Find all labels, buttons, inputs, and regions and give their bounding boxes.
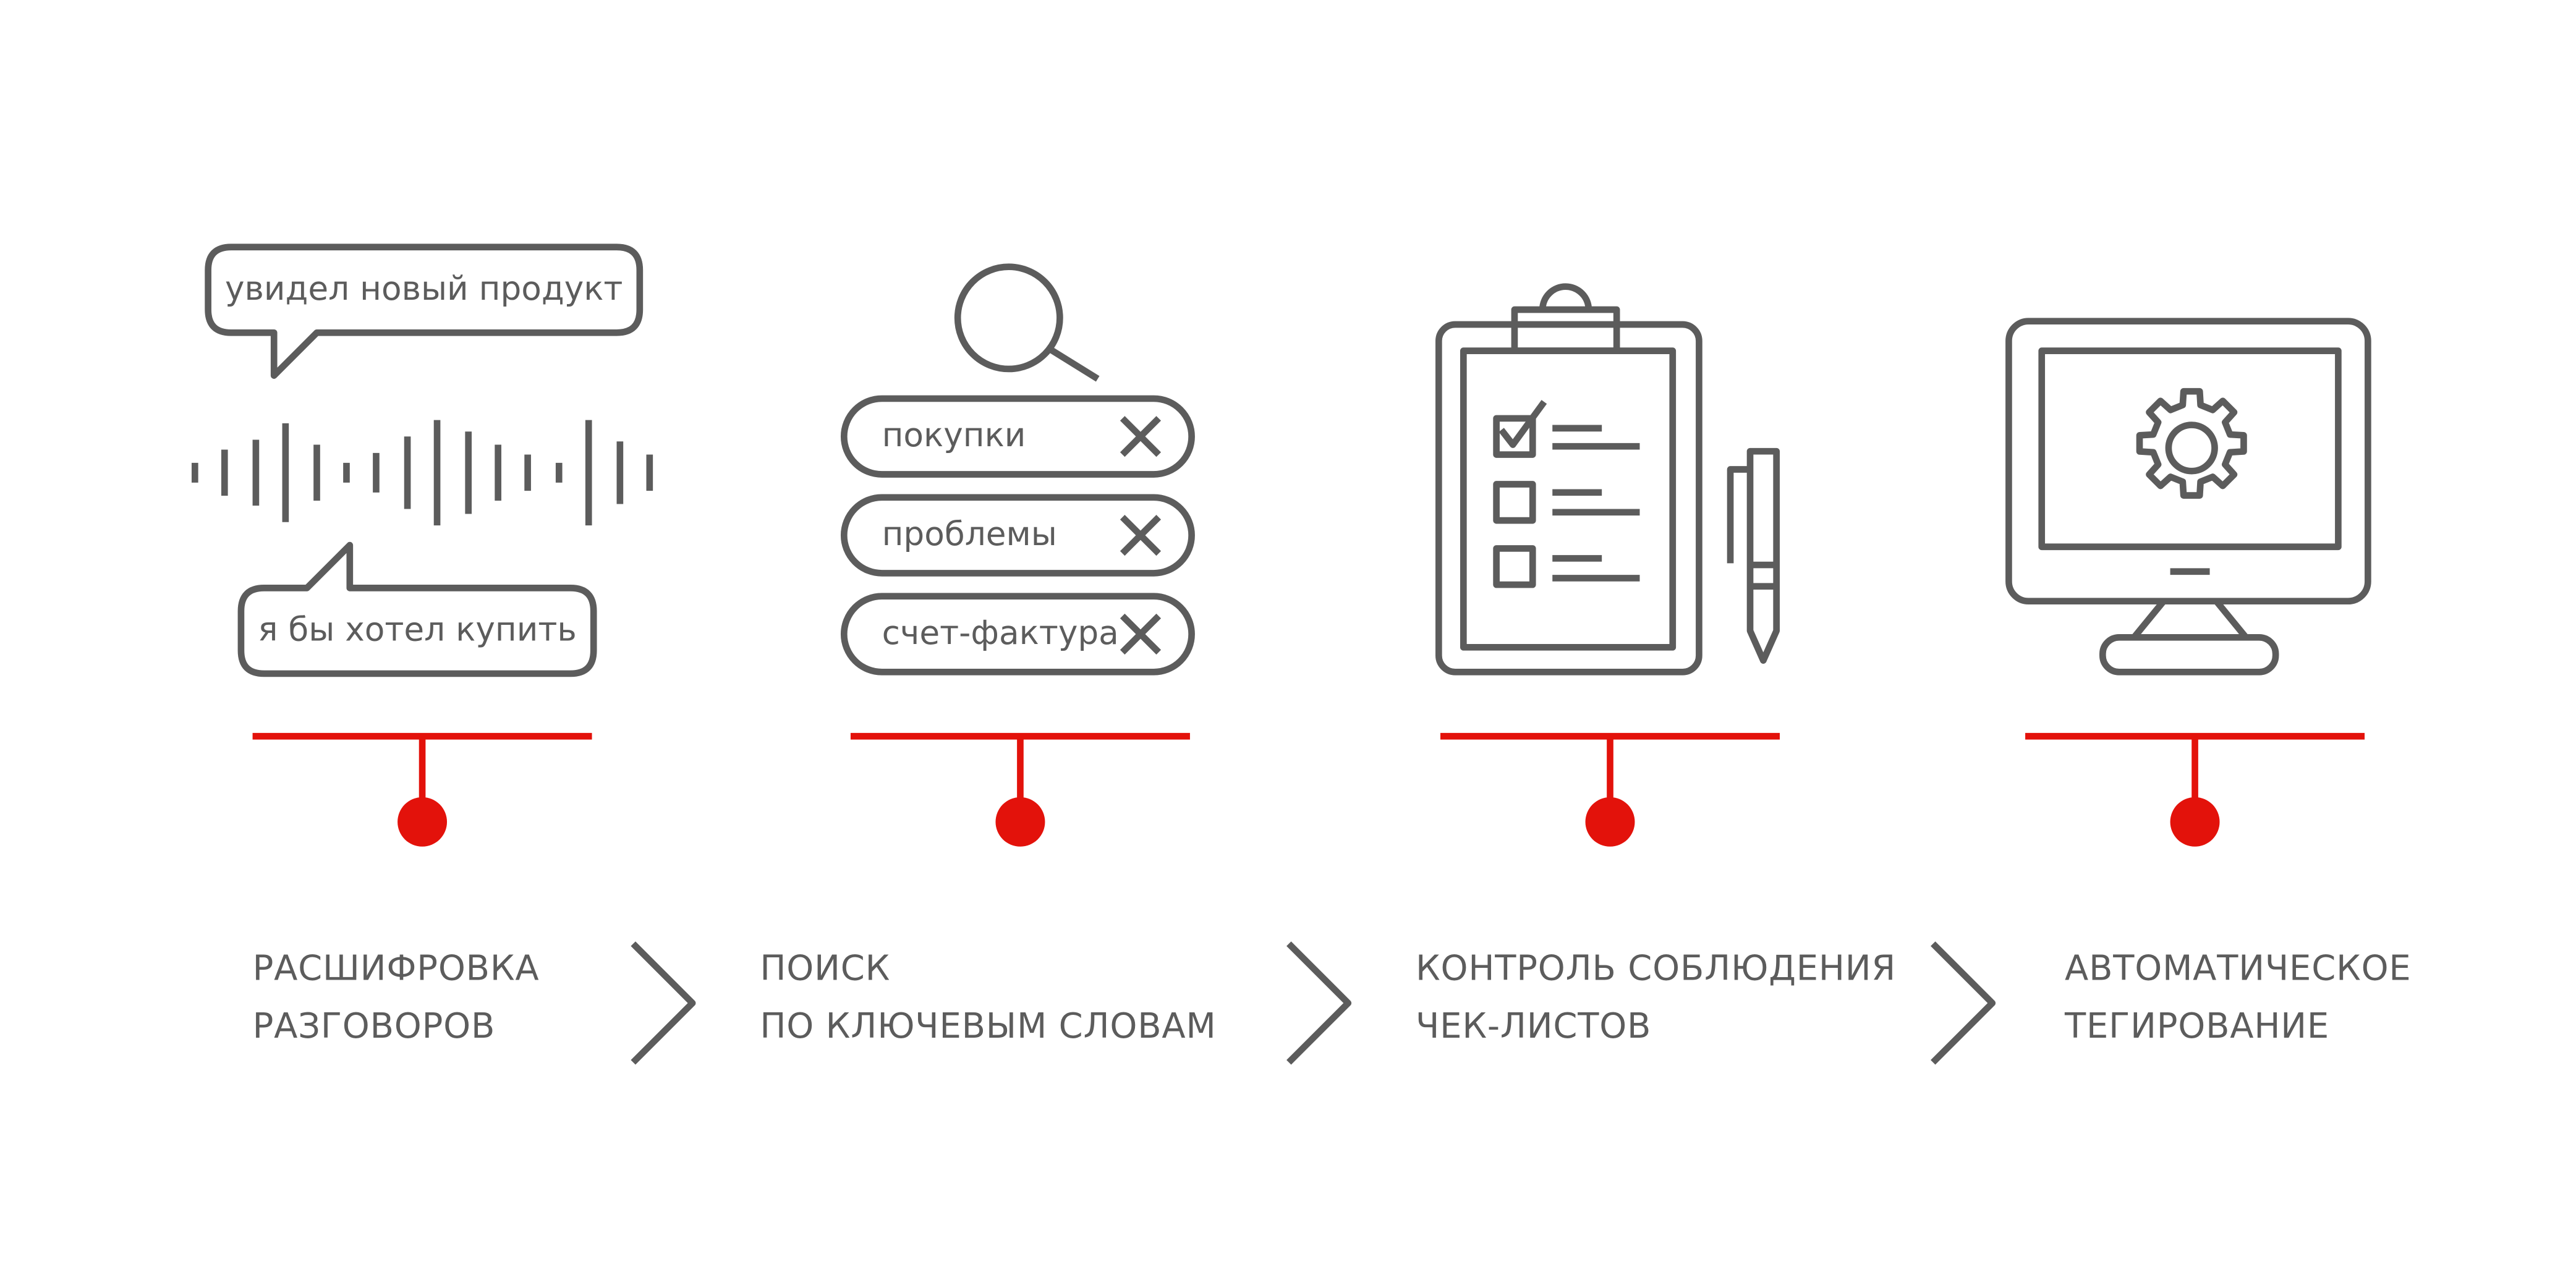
chevron-right-icon — [631, 941, 696, 1065]
step-label-3: КОНТРОЛЬ СОБЛЮДЕНИЯ ЧЕК-ЛИСТОВ — [1416, 949, 1896, 1046]
step-label-4-line1: АВТОМАТИЧЕСКОЕ — [2065, 949, 2412, 989]
unchecked-box-icon — [1493, 481, 1536, 524]
checked-box-icon — [1493, 400, 1547, 458]
speech-bubble-bottom-text: я бы хотел купить — [258, 611, 576, 649]
gear-icon — [2136, 388, 2247, 499]
search-tag-3: счет-фактура — [840, 593, 1195, 676]
audio-waveform — [191, 420, 653, 526]
monitor-stand — [2131, 599, 2249, 640]
monitor-gear-icon — [2005, 318, 2371, 676]
speech-bubble-bottom — [237, 541, 597, 677]
step-label-2-line1: ПОИСК — [760, 949, 890, 989]
step-label-4-line2: ТЕГИРОВАНИЕ — [2064, 1006, 2329, 1046]
speech-waveform-icon: увидел новый продукт я бы хотел купить — [191, 244, 653, 677]
clipboard-clip — [1511, 306, 1620, 354]
chevron-right-icon — [1931, 941, 1996, 1065]
connector-step-1 — [252, 732, 592, 847]
speech-bubble-top — [205, 244, 644, 379]
step-label-3-line2: ЧЕК-ЛИСТОВ — [1416, 1006, 1651, 1046]
monitor-frame — [2005, 318, 2371, 605]
keyword-search-icon: покупки проблемы счет-фактура — [840, 263, 1195, 676]
step-label-1: РАСШИФРОВКА РАЗГОВОРОВ — [253, 949, 540, 1046]
speech-bubble-top-text: увидел новый продукт — [225, 269, 623, 308]
pen-icon — [1727, 447, 1780, 664]
search-tag-3-label: счет-фактура — [882, 614, 1119, 652]
clipboard-clip-ring — [1539, 283, 1592, 310]
remove-icon — [1120, 613, 1162, 655]
step-label-1-line2: РАЗГОВОРОВ — [253, 1006, 496, 1046]
connector-step-4 — [2025, 732, 2365, 847]
search-tag-2-label: проблемы — [882, 515, 1057, 553]
step-label-4: АВТОМАТИЧЕСКОЕ ТЕГИРОВАНИЕ — [2064, 949, 2412, 1046]
search-tag-1-label: покупки — [882, 416, 1026, 454]
magnifier-icon — [954, 263, 1100, 382]
search-tag-1: покупки — [840, 395, 1195, 478]
connector-step-2 — [850, 732, 1190, 847]
step-label-1-line1: РАСШИФРОВКА — [253, 949, 540, 989]
step-label-2-line2: ПО КЛЮЧЕВЫМ СЛОВАМ — [760, 1006, 1216, 1046]
remove-icon — [1120, 515, 1162, 556]
unchecked-box-icon — [1493, 545, 1536, 588]
connector-step-3 — [1440, 732, 1780, 847]
search-tag-2: проблемы — [840, 494, 1195, 577]
chevron-right-icon — [1286, 941, 1352, 1065]
step-label-3-line1: КОНТРОЛЬ СОБЛЮДЕНИЯ — [1416, 949, 1896, 989]
remove-icon — [1120, 416, 1162, 457]
step-label-2: ПОИСК ПО КЛЮЧЕВЫМ СЛОВАМ — [760, 949, 1216, 1046]
monitor-screen — [2038, 347, 2342, 551]
checklist-clipboard-icon — [1435, 283, 1780, 676]
clipboard-board — [1435, 321, 1702, 676]
monitor-base — [2099, 634, 2279, 676]
